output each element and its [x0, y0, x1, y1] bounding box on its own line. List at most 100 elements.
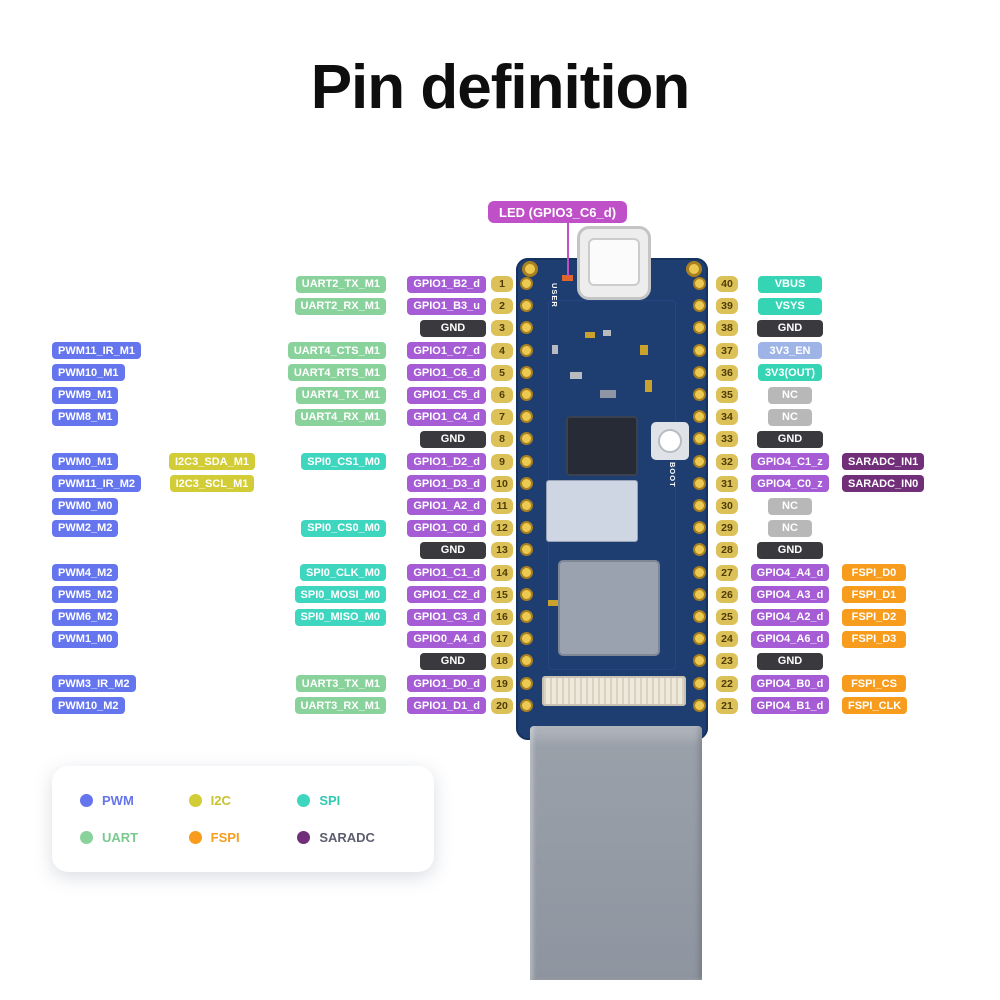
pin-badge-gpio: GPIO1_C7_d — [407, 342, 486, 360]
pin-cell: NC — [744, 519, 836, 538]
pin-badge-pwm: PWM11_IR_M2 — [52, 475, 142, 493]
pin-number: 32 — [716, 453, 738, 470]
legend-item: SPI — [297, 793, 406, 808]
pin-cell: GND — [394, 541, 486, 560]
board-pad — [520, 565, 533, 579]
pin-number: 5 — [491, 364, 513, 381]
pin-badge-gpio: GPIO4_A3_d — [750, 586, 830, 604]
board-pad — [693, 410, 706, 424]
pin-badge-power: 3V3(OUT) — [758, 364, 822, 382]
pin-badge-pwm: PWM0_M1 — [52, 453, 119, 471]
pin-number: 34 — [716, 409, 738, 426]
pin-badge-gpio: GPIO1_C5_d — [407, 386, 486, 404]
pin-row-left: GND — [52, 541, 486, 560]
pin-badge-i2c: I2C3_SDA_M1 — [169, 453, 255, 471]
pin-badge-i2c: I2C3_SCL_M1 — [169, 475, 255, 493]
pin-badge-nc: NC — [768, 386, 812, 404]
spi-legend-dot — [297, 794, 311, 807]
pin-cell: GPIO4_C0_z — [744, 474, 836, 493]
pin-number: 14 — [491, 564, 513, 581]
legend-item: PWM — [80, 793, 189, 808]
usb-c-opening — [588, 238, 640, 286]
pin-cell — [842, 319, 954, 338]
legend-item: I2C — [188, 793, 298, 808]
board-pad — [520, 432, 533, 446]
pwm-legend-dot — [80, 794, 93, 807]
pin-cell: VBUS — [744, 275, 836, 294]
pin-cell: GPIO1_B3_u — [394, 297, 486, 316]
board-pad — [693, 632, 706, 646]
pin-cell — [168, 430, 256, 449]
pin-cell — [52, 652, 160, 671]
pin-cell — [168, 319, 256, 338]
pin-cell: PWM4_M2 — [52, 563, 160, 582]
pin-cell: GPIO4_A6_d — [744, 630, 836, 649]
pin-cell: GPIO1_D0_d — [394, 674, 486, 693]
pin-badge-gpio: GPIO4_A2_d — [750, 608, 830, 626]
board-pad — [693, 321, 706, 335]
pin-cell: FSPI_D3 — [842, 630, 954, 649]
pin-cell — [168, 652, 256, 671]
pin-row-right: GPIO4_C1_z SARADC_IN1 — [744, 452, 956, 471]
pin-number: 38 — [716, 320, 738, 337]
pin-badge-gnd: GND — [757, 430, 823, 448]
pin-badge-gpio: GPIO4_C0_z — [751, 475, 829, 493]
usb-plug — [530, 726, 702, 980]
board-pad — [520, 632, 533, 646]
board-pad — [693, 676, 706, 690]
pin-cell: UART3_RX_M1 — [264, 696, 386, 715]
led-callout-badge: LED (GPIO3_C6_d) — [488, 201, 628, 223]
pin-badge-pwm: PWM8_M1 — [52, 408, 119, 426]
boot-button[interactable] — [651, 422, 689, 460]
pin-number: 26 — [716, 586, 738, 603]
pin-number: 7 — [491, 409, 513, 426]
pin-cell — [842, 275, 954, 294]
pin-badge-spi: SPI0_CS0_M0 — [301, 519, 386, 537]
pin-badge-gnd: GND — [420, 430, 486, 448]
saradc-legend-dot — [297, 831, 311, 844]
pin-cell — [52, 297, 160, 316]
pin-badge-pwm: PWM10_M2 — [52, 697, 125, 715]
pin-badge-gpio: GPIO1_C6_d — [407, 364, 486, 382]
board-component — [640, 345, 648, 355]
board-component — [552, 345, 558, 354]
pin-badge-fspi: FSPI_CS — [842, 675, 906, 693]
pin-cell: VSYS — [744, 297, 836, 316]
pin-cell — [842, 386, 954, 405]
pin-number: 40 — [716, 276, 738, 292]
legend-label: PWM — [102, 793, 134, 808]
pin-row-left: GND — [52, 319, 486, 338]
pin-number: 31 — [716, 475, 738, 492]
pin-row-right: 3V3(OUT) — [744, 363, 956, 382]
pin-badge-gpio: GPIO1_C0_d — [407, 519, 486, 537]
pin-cell: UART4_RX_M1 — [264, 408, 386, 427]
pin-cell: PWM2_M2 — [52, 519, 160, 538]
board-pad — [693, 654, 706, 668]
pin-cell: SARADC_IN1 — [842, 452, 954, 471]
pin-cell — [842, 497, 954, 516]
pin-badge-uart: UART3_RX_M1 — [294, 697, 386, 715]
board-pad — [520, 454, 533, 468]
pin-cell: GPIO4_C1_z — [744, 452, 836, 471]
pin-cell — [264, 652, 386, 671]
pin-badge-fspi: FSPI_D0 — [842, 564, 906, 582]
pin-cell — [168, 541, 256, 560]
board-pad — [693, 476, 706, 490]
pin-badge-gnd: GND — [420, 652, 486, 670]
pin-cell: I2C3_SDA_M1 — [168, 452, 256, 471]
pin-cell — [842, 341, 954, 360]
pin-badge-v3en: 3V3_EN — [758, 342, 822, 360]
pin-cell: GND — [744, 319, 836, 338]
pin-badge-gnd: GND — [420, 541, 486, 559]
board-pad — [693, 565, 706, 579]
pin-row-right: VBUS — [744, 275, 956, 294]
pin-cell: GPIO1_C6_d — [394, 363, 486, 382]
